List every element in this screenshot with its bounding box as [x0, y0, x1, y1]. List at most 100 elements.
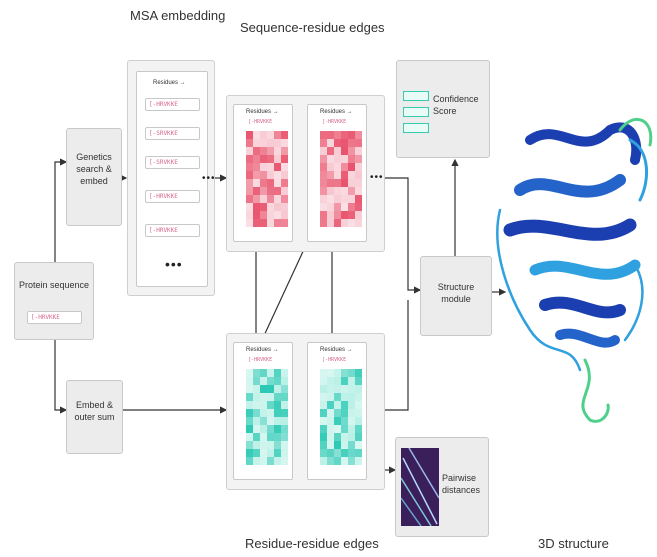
matrix-cell [341, 457, 348, 465]
matrix-cell [320, 163, 327, 171]
matrix-cell [355, 147, 362, 155]
protein-sequence-box: Protein sequence [-HRVKKE [14, 262, 94, 340]
matrix-cell [274, 179, 281, 187]
matrix-cell [253, 377, 260, 385]
matrix-cell [260, 179, 267, 187]
matrix-cell [334, 393, 341, 401]
matrix-cell [246, 195, 253, 203]
matrix-cell [260, 369, 267, 377]
structure-module-label: Structure module [437, 282, 475, 304]
connector-rescard1-up [261, 243, 307, 341]
confidence-bar-1 [403, 91, 429, 101]
matrix-cell [246, 211, 253, 219]
matrix-cell [274, 163, 281, 171]
matrix-cell [341, 449, 348, 457]
matrix-cell [267, 425, 274, 433]
matrix-cell [274, 195, 281, 203]
matrix-cell [274, 155, 281, 163]
matrix-cell [341, 385, 348, 393]
matrix-cell [348, 449, 355, 457]
matrix-cell [267, 163, 274, 171]
matrix-cell [253, 195, 260, 203]
matrix-cell [320, 369, 327, 377]
matrix-cell [348, 139, 355, 147]
matrix-cell [327, 441, 334, 449]
matrix-cell [281, 425, 288, 433]
matrix-cell [320, 131, 327, 139]
confidence-score-box: Confidence Score [396, 60, 490, 158]
sequence-residue-edges-title: Sequence-residue edges [240, 20, 385, 35]
matrix-cell [327, 219, 334, 227]
matrix-cell [274, 425, 281, 433]
matrix-cell [327, 203, 334, 211]
matrix-cell [327, 433, 334, 441]
matrix-cell [274, 369, 281, 377]
res-edge-card-1: Residues → [-HRVKKE [233, 342, 293, 480]
matrix-cell [274, 385, 281, 393]
matrix-cell [348, 393, 355, 401]
matrix-cell [334, 219, 341, 227]
matrix-cell [348, 179, 355, 187]
matrix-cell [267, 377, 274, 385]
matrix-cell [327, 457, 334, 465]
matrix-cell [320, 417, 327, 425]
connector-seq-to-genetics [54, 158, 68, 262]
matrix-cell [355, 385, 362, 393]
matrix-cell [260, 425, 267, 433]
matrix-cell [327, 147, 334, 155]
distance-map-streak [401, 497, 422, 526]
matrix-cell [274, 393, 281, 401]
matrix-cell [341, 179, 348, 187]
matrix-cell [348, 195, 355, 203]
matrix-cell [260, 171, 267, 179]
matrix-cell [320, 401, 327, 409]
matrix-cell [281, 131, 288, 139]
matrix-cell [320, 433, 327, 441]
matrix-cell [334, 409, 341, 417]
matrix-cell [274, 187, 281, 195]
matrix-cell [341, 187, 348, 195]
matrix-cell [355, 457, 362, 465]
matrix-cell [253, 163, 260, 171]
matrix-cell [348, 369, 355, 377]
confidence-score-label: Confidence Score [433, 94, 479, 116]
matrix-cell [253, 211, 260, 219]
matrix-cell [281, 393, 288, 401]
matrix-cell [253, 147, 260, 155]
matrix-cell [281, 203, 288, 211]
matrix-cell [355, 401, 362, 409]
seq-edge-card-2-header: Residues → [320, 109, 353, 115]
matrix-cell [253, 401, 260, 409]
msa-embedding-panel: Residues → [-HRVKKE [-SRVKKE [-SRVKKE [-… [127, 60, 215, 296]
matrix-cell [267, 195, 274, 203]
matrix-cell [334, 155, 341, 163]
matrix-cell [320, 155, 327, 163]
matrix-cell [246, 441, 253, 449]
matrix-cell [341, 433, 348, 441]
matrix-cell [348, 147, 355, 155]
matrix-cell [341, 211, 348, 219]
matrix-cell [281, 385, 288, 393]
matrix-cell [327, 385, 334, 393]
matrix-cell [327, 401, 334, 409]
matrix-cell [281, 195, 288, 203]
matrix-cell [327, 179, 334, 187]
matrix-cell [320, 171, 327, 179]
matrix-cell [246, 457, 253, 465]
matrix-cell [320, 449, 327, 457]
protein-helix-2 [514, 174, 626, 198]
matrix-cell [253, 155, 260, 163]
matrix-cell [260, 401, 267, 409]
matrix-cell [334, 187, 341, 195]
matrix-cell [246, 377, 253, 385]
matrix-cell [334, 203, 341, 211]
matrix-cell [267, 147, 274, 155]
matrix-cell [334, 139, 341, 147]
matrix-cell [355, 131, 362, 139]
matrix-cell [281, 147, 288, 155]
matrix-cell [267, 211, 274, 219]
matrix-cell [341, 401, 348, 409]
matrix-cell [348, 417, 355, 425]
matrix-cell [355, 203, 362, 211]
matrix-cell [253, 219, 260, 227]
